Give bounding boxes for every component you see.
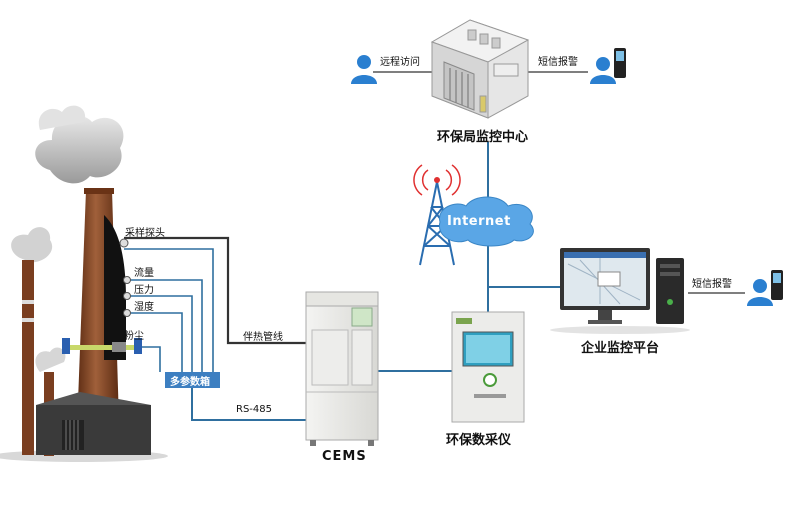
- dust-label: 粉尘: [124, 331, 144, 342]
- connection-lines: [124, 71, 745, 421]
- sms-alarm-right-label: 短信报警: [692, 279, 732, 290]
- remote-access-label: 远程访问: [380, 57, 420, 68]
- rs485-line: [191, 387, 306, 421]
- enterprise-workstation: [550, 248, 690, 334]
- epb-center-label: 环保局监控中心: [437, 130, 529, 145]
- person-icon-sms-top: [590, 48, 626, 84]
- rs485-label: RS-485: [236, 404, 272, 415]
- person-icon-sms-right: [747, 270, 783, 306]
- cems-label: CEMS: [322, 449, 367, 464]
- multi-param-box-label: 多参数箱: [170, 377, 210, 388]
- multi-param-box-shape: [165, 372, 220, 388]
- person-icon-remote: [351, 55, 377, 84]
- enterprise-platform-label: 企业监控平台: [581, 341, 660, 356]
- heated-line: [124, 236, 306, 345]
- flow-label: 流量: [134, 268, 154, 279]
- data-collector-label: 环保数采仪: [446, 433, 512, 448]
- epb-building: [430, 19, 530, 119]
- heated-line-label: 伴热管线: [243, 332, 283, 343]
- sampling-probe-label: 采样探头: [125, 228, 165, 239]
- pressure-label: 压力: [134, 285, 154, 296]
- internet-label: Internet: [447, 214, 511, 229]
- internet-cloud: [438, 196, 534, 247]
- cems-cabinet: [305, 291, 379, 446]
- factory-illustration: [0, 105, 168, 462]
- humidity-label: 湿度: [134, 302, 154, 313]
- sms-alarm-top-label: 短信报警: [538, 57, 578, 68]
- data-collector-device: [451, 311, 525, 423]
